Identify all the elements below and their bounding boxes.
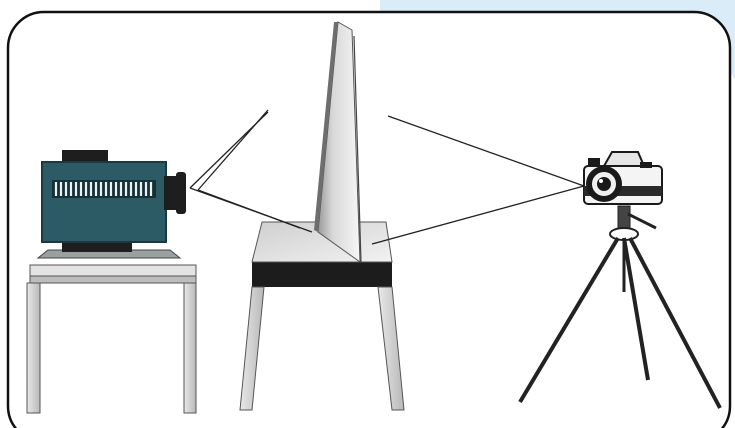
projector-icon	[42, 150, 186, 252]
